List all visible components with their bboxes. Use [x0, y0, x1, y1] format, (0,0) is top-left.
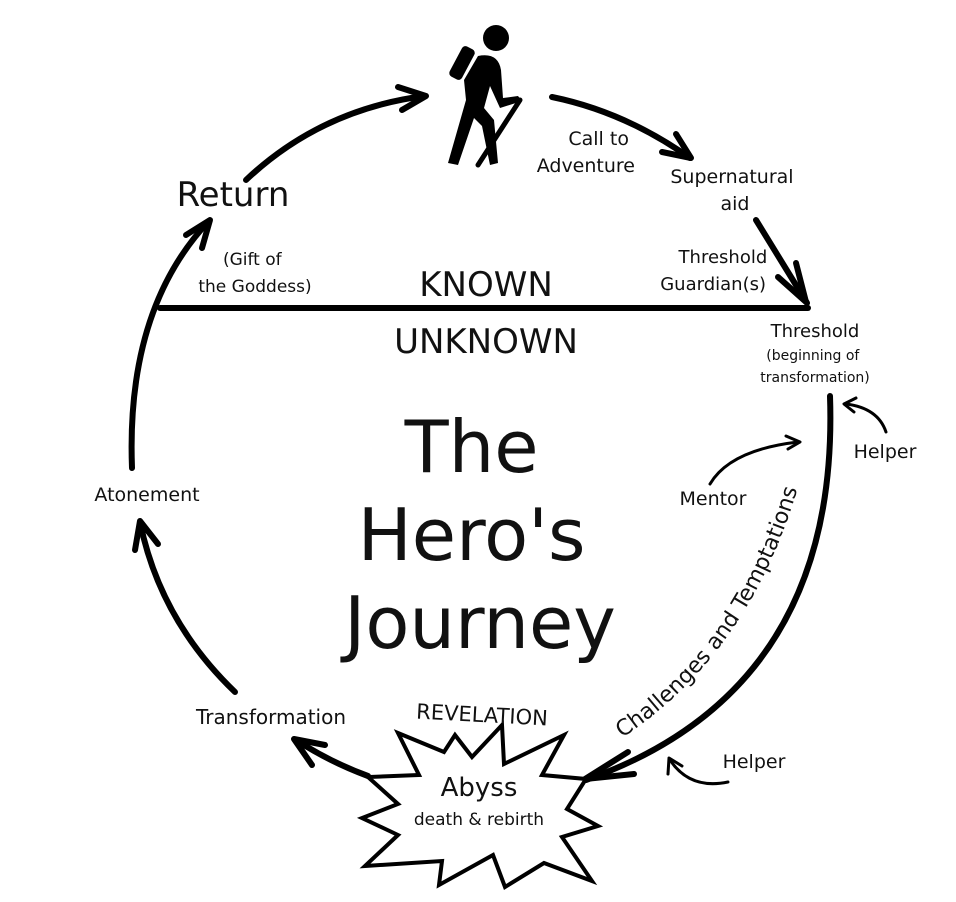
- supernatural-aid-label: Supernatural aid: [670, 166, 799, 215]
- return-label: Return: [177, 175, 290, 215]
- threshold-sub-label: (beginning of transformation): [760, 348, 870, 386]
- arrow-helper-bottom: [666, 756, 730, 786]
- challenges-label: Challenges and Temptations: [611, 483, 803, 743]
- revelation-label: REVELATION: [416, 700, 549, 731]
- threshold-label: Threshold: [770, 321, 860, 342]
- abyss-starburst-icon: [356, 720, 604, 890]
- arrow-return-to-hero: [243, 84, 429, 183]
- threshold-guardians-label: Threshold Guardian(s): [660, 247, 773, 295]
- gift-of-goddess-label: (Gift of the Goddess): [198, 250, 311, 297]
- hiker-icon: [448, 25, 523, 168]
- arrow-call-to-aid: [549, 94, 694, 161]
- arrow-transformation-to-atonement: [132, 518, 238, 695]
- atonement-label: Atonement: [94, 484, 199, 506]
- arrow-abyss-to-transformation: [291, 736, 371, 779]
- mentor-label: Mentor: [679, 488, 746, 510]
- arrow-atonement-to-return: [128, 217, 213, 471]
- abyss-sub-label: death & rebirth: [414, 810, 544, 830]
- transformation-label: Transformation: [195, 705, 346, 729]
- helper-top-label: Helper: [854, 441, 917, 463]
- call-to-adventure-label: Call to Adventure: [537, 128, 635, 177]
- abyss-label: Abyss: [441, 773, 518, 803]
- title: The Hero's Journey: [340, 405, 616, 665]
- arrow-helper-top: [842, 396, 888, 434]
- known-label: KNOWN: [419, 265, 553, 305]
- helper-bottom-label: Helper: [723, 751, 786, 773]
- arrow-mentor: [708, 434, 802, 486]
- unknown-label: UNKNOWN: [394, 322, 578, 362]
- arrow-aid-to-threshold: [753, 217, 810, 306]
